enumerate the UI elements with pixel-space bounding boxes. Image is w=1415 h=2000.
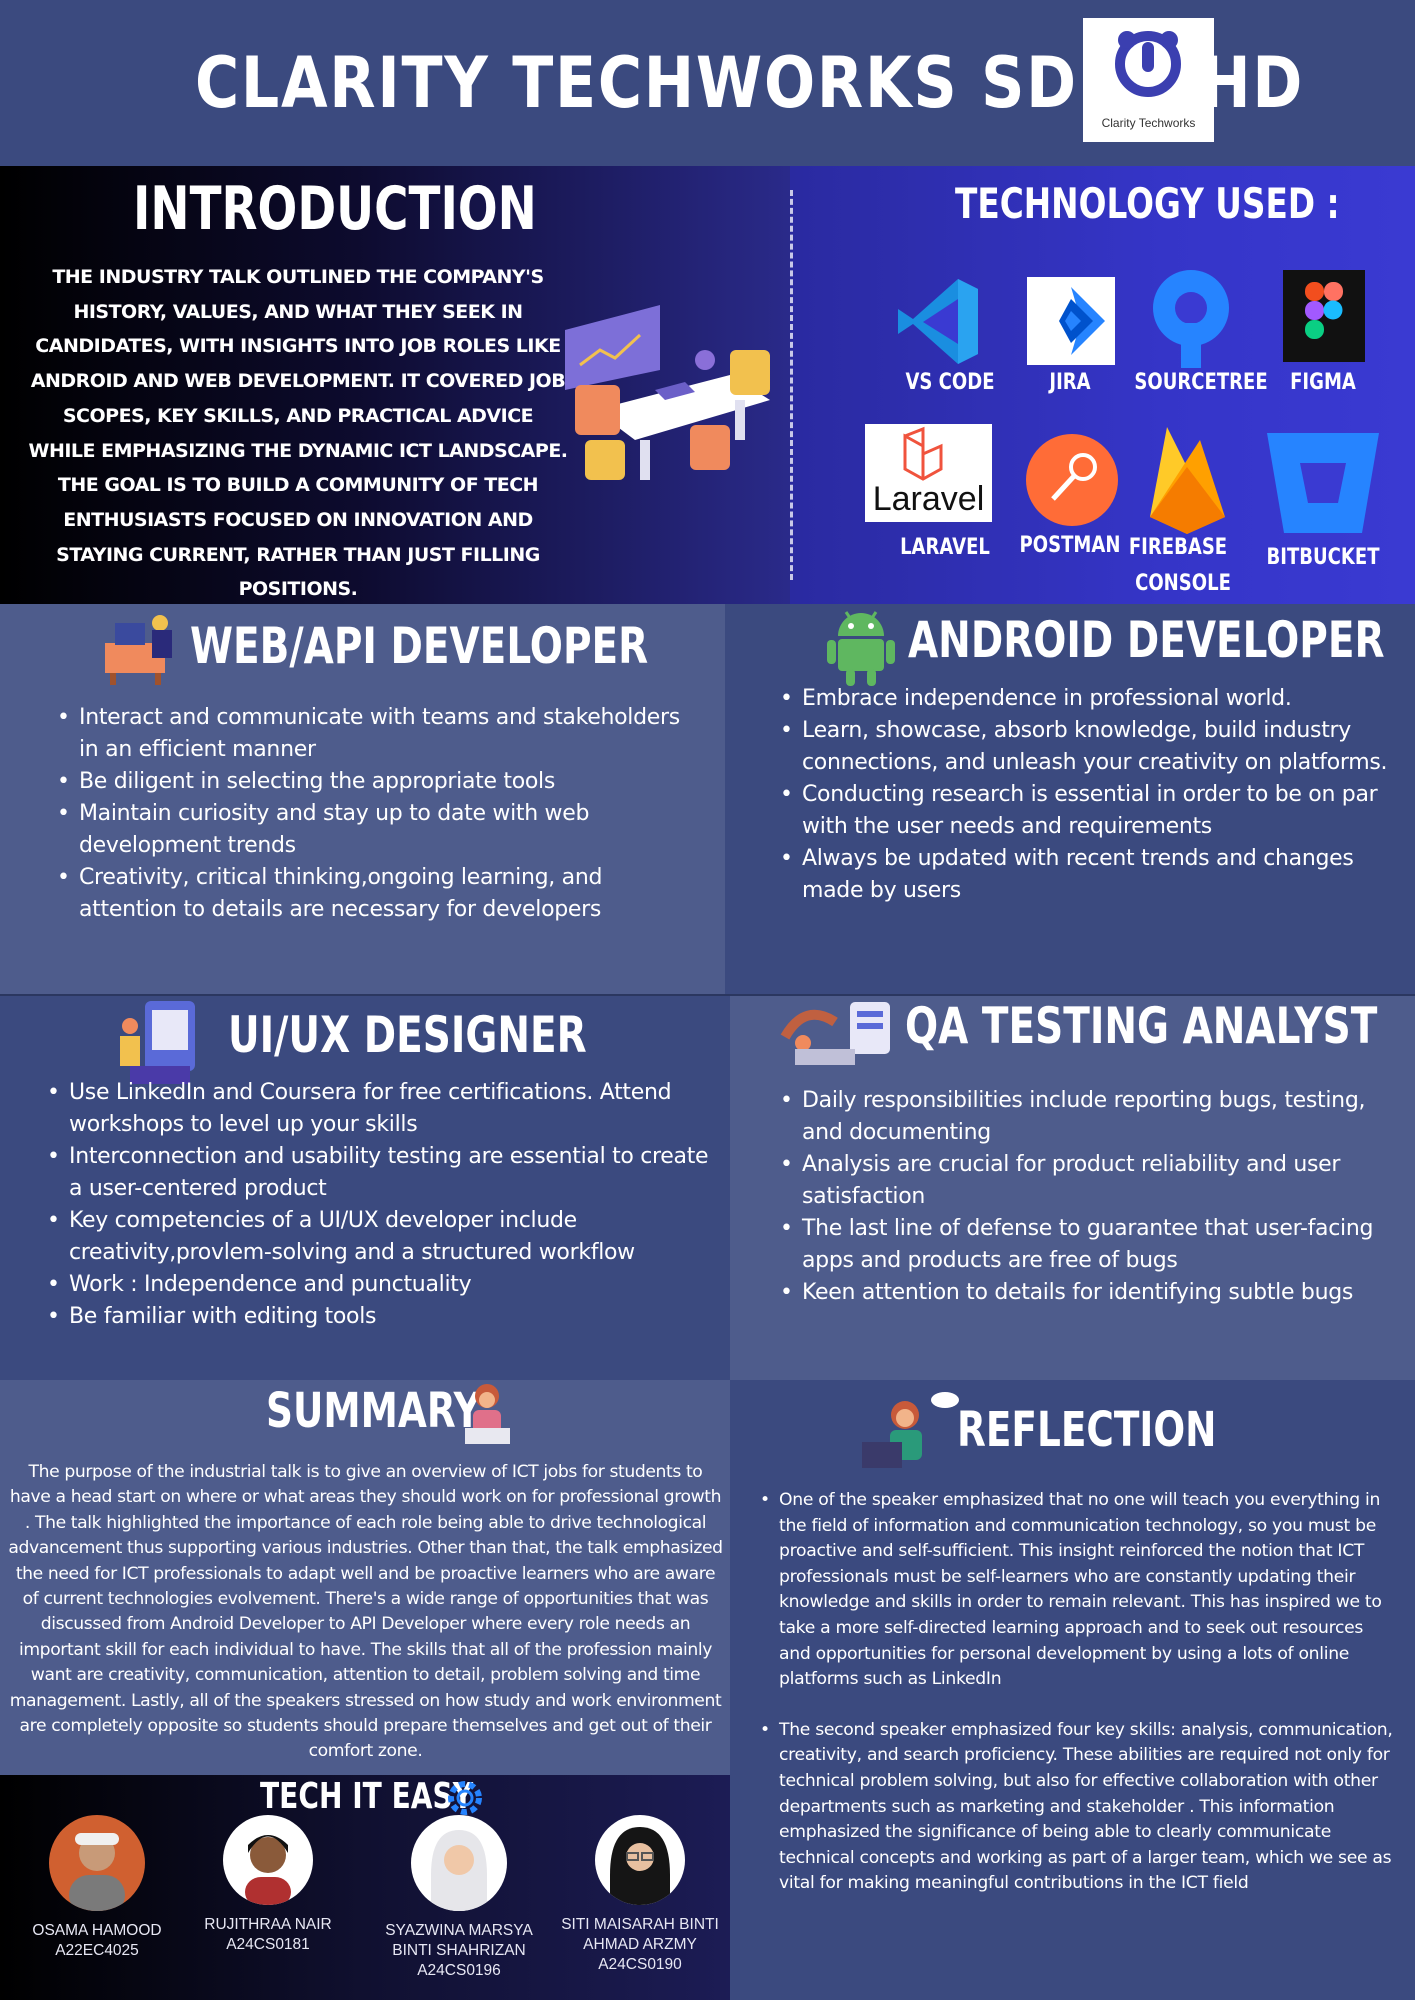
member-name-line2: BINTI SHAHRIZAN — [392, 1942, 526, 1959]
list-item: Always be updated with recent trends and… — [780, 843, 1410, 907]
laravel-wordmark: Laravel — [872, 480, 985, 518]
bitbucket-icon — [1267, 433, 1379, 533]
page-title: CLARITY TECHWORKS SDN BHD — [195, 42, 1305, 124]
list-item: Work : Independence and punctuality — [47, 1269, 712, 1301]
team-member: OSAMA HAMOOD A22EC4025 — [7, 1815, 187, 1961]
office-desk-illustration-icon — [565, 305, 770, 480]
member-id: A24CS0196 — [417, 1962, 501, 1979]
introduction-panel — [0, 166, 790, 604]
qa-list: Daily responsibilities include reporting… — [780, 1085, 1410, 1309]
list-item: The last line of defense to guarantee th… — [780, 1213, 1410, 1277]
android-list: Embrace independence in professional wor… — [780, 683, 1410, 907]
member-photo-icon — [69, 1833, 125, 1911]
team-member: RUJITHRAA NAIR A24CS0181 — [178, 1815, 358, 1955]
company-logo: Clarity Techworks — [1083, 18, 1214, 142]
list-item: Creativity, critical thinking,ongoing le… — [57, 862, 697, 926]
tech-label-vscode: VS CODE — [905, 370, 995, 395]
introduction-text: The industry talk outlined the company's… — [28, 266, 568, 601]
tech-label-jira: JIRA — [1049, 370, 1091, 395]
list-item: Embrace independence in professional wor… — [780, 683, 1410, 715]
team-member: SYAZWINA MARSYA BINTI SHAHRIZAN A24CS019… — [369, 1815, 549, 1981]
member-name: OSAMA HAMOOD — [32, 1922, 162, 1939]
qa-tester-illustration-icon — [780, 1002, 890, 1065]
member-id: A24CS0181 — [226, 1936, 310, 1953]
list-item: Use LinkedIn and Coursera for free certi… — [47, 1077, 712, 1141]
member-photo-icon — [610, 1827, 670, 1905]
person-laptop-icon — [465, 1384, 510, 1444]
figma-icon — [1283, 270, 1365, 362]
member-name-line2: AHMAD ARZMY — [583, 1936, 697, 1953]
list-item: One of the speaker emphasized that no on… — [760, 1488, 1395, 1693]
uiux-list: Use LinkedIn and Coursera for free certi… — [47, 1077, 712, 1333]
vscode-icon — [898, 279, 978, 364]
android-icon — [827, 611, 895, 686]
laravel-cube-icon — [903, 426, 943, 481]
web-api-title: WEB/API DEVELOPER — [190, 617, 649, 675]
list-item: Maintain curiosity and stay up to date w… — [57, 798, 697, 862]
tech-label-postman: POSTMAN — [1019, 533, 1121, 558]
tech-label-sourcetree: SOURCETREE — [1134, 370, 1268, 395]
team-title: TECH IT EASY — [260, 1776, 474, 1817]
reflection-title: REFLECTION — [957, 1402, 1217, 1458]
sourcetree-icon — [1153, 270, 1229, 368]
avatar — [223, 1815, 313, 1905]
list-item: Analysis are crucial for product reliabi… — [780, 1149, 1410, 1213]
member-photo-icon — [245, 1835, 291, 1905]
avatar — [595, 1815, 685, 1905]
list-item: Daily responsibilities include reporting… — [780, 1085, 1410, 1149]
list-item: The second speaker emphasized four key s… — [760, 1718, 1395, 1897]
clarity-logo-icon — [1115, 31, 1181, 97]
reflection-person-icon — [862, 1392, 959, 1468]
list-item: Key competencies of a UI/UX developer in… — [47, 1205, 712, 1269]
logo-text: Clarity Techworks — [1101, 116, 1196, 130]
reflection-list: One of the speaker emphasized that no on… — [760, 1488, 1395, 1922]
list-item: Keen attention to details for identifyin… — [780, 1277, 1410, 1309]
tech-label-laravel: LARAVEL — [900, 535, 990, 560]
jira-icon — [1027, 277, 1115, 365]
team-member: SITI MAISARAH BINTI AHMAD ARZMY A24CS019… — [550, 1815, 730, 1975]
avatar — [49, 1815, 145, 1911]
list-item: Interconnection and usability testing ar… — [47, 1141, 712, 1205]
technology-title: TECHNOLOGY USED : — [955, 179, 1340, 228]
summary-title: SUMMARY — [266, 1383, 481, 1439]
qa-title: QA TESTING ANALYST — [905, 997, 1378, 1055]
member-id: A24CS0190 — [598, 1956, 682, 1973]
list-item: Be familiar with editing tools — [47, 1301, 712, 1333]
member-name: RUJITHRAA NAIR — [204, 1916, 332, 1933]
tech-label-firebase: FIREBASE — [1128, 535, 1228, 560]
list-item: Interact and communicate with teams and … — [57, 702, 697, 766]
android-title: ANDROID DEVELOPER — [908, 611, 1385, 669]
list-item: Learn, showcase, absorb knowledge, build… — [780, 715, 1410, 779]
section-divider — [790, 190, 793, 580]
introduction-title: INTRODUCTION — [133, 174, 537, 244]
tech-label-firebase-console: CONSOLE — [1135, 571, 1231, 596]
web-developer-illustration-icon — [105, 615, 172, 685]
member-name: SITI MAISARAH BINTI — [561, 1916, 719, 1933]
list-item: Be diligent in selecting the appropriate… — [57, 766, 697, 798]
member-name: SYAZWINA MARSYA — [385, 1922, 533, 1939]
tech-label-bitbucket: BITBUCKET — [1266, 545, 1380, 570]
member-photo-icon — [431, 1830, 487, 1911]
uiux-title: UI/UX DESIGNER — [228, 1006, 587, 1064]
firebase-icon — [1150, 427, 1225, 534]
web-api-list: Interact and communicate with teams and … — [57, 702, 697, 926]
summary-panel — [0, 1380, 730, 1775]
laravel-icon: Laravel — [865, 424, 992, 522]
list-item: Conducting research is essential in orde… — [780, 779, 1410, 843]
uiux-designer-illustration-icon — [120, 1001, 195, 1084]
gear-icon — [448, 1781, 482, 1815]
member-id: A22EC4025 — [55, 1942, 139, 1959]
summary-text: The purpose of the industrial talk is to… — [8, 1462, 723, 1762]
postman-icon — [1026, 434, 1118, 526]
tech-label-figma: FIGMA — [1290, 370, 1356, 395]
avatar — [411, 1815, 507, 1911]
